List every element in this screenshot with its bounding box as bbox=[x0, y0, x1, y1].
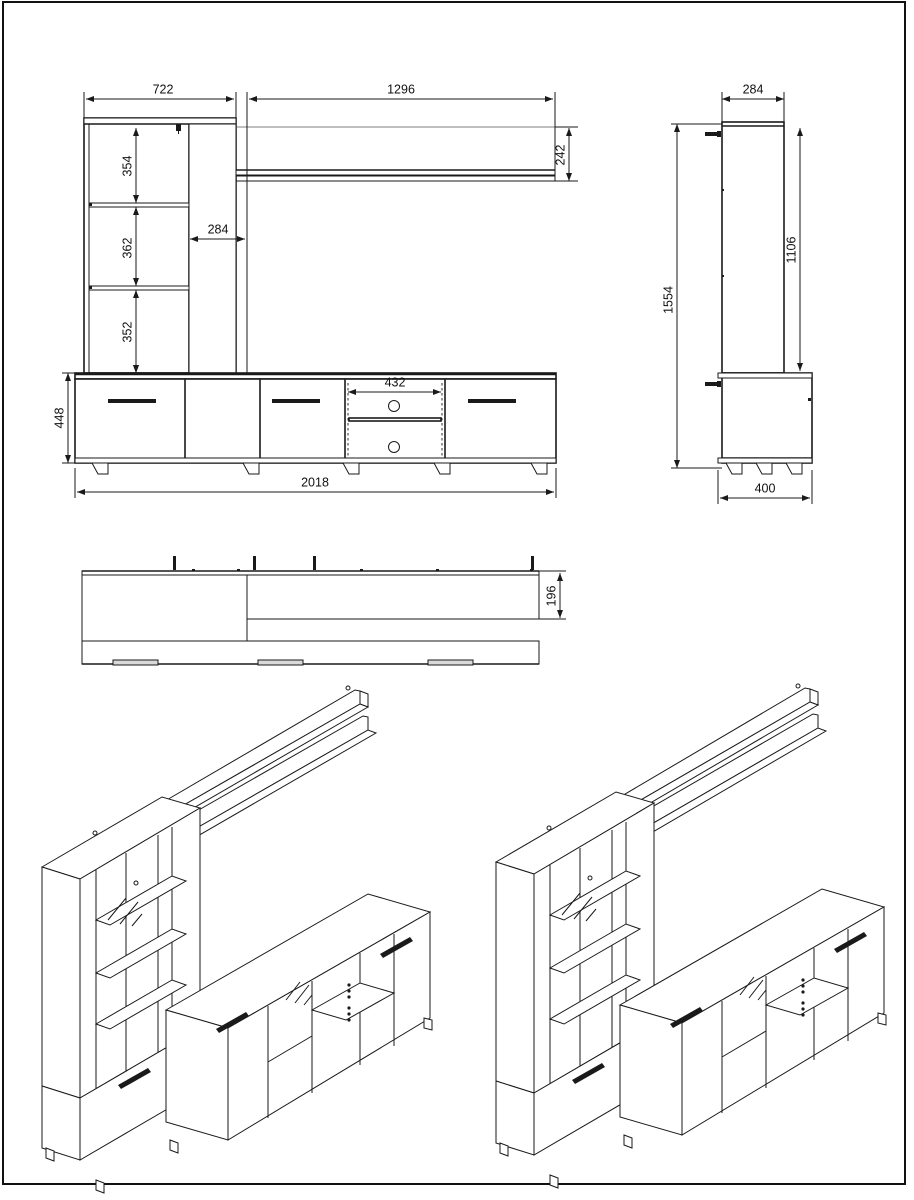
side-elevation-view: 284 bbox=[661, 82, 813, 504]
dimension-432: 432 bbox=[348, 375, 441, 395]
dim-label-2018: 2018 bbox=[301, 475, 329, 489]
handle-bar bbox=[216, 1012, 249, 1033]
knob-icon bbox=[388, 400, 400, 412]
iso-left-sideboard bbox=[45, 893, 433, 1194]
dimension-448: 448 bbox=[52, 372, 78, 464]
dimension-2018: 2018 bbox=[74, 468, 557, 498]
plan-tv-panel bbox=[246, 574, 540, 620]
dim-label-400: 400 bbox=[755, 481, 776, 495]
dimension-1296: 1296 bbox=[249, 82, 553, 102]
handle-bar bbox=[670, 1007, 703, 1028]
side-legs bbox=[725, 462, 803, 475]
dim-label-1106: 1106 bbox=[784, 237, 798, 264]
plan-pins bbox=[173, 556, 534, 571]
dim-label-284-side: 284 bbox=[743, 82, 764, 96]
dim-label-722: 722 bbox=[153, 82, 174, 96]
iso-right-wall-shelf bbox=[614, 683, 828, 841]
dim-label-448: 448 bbox=[52, 408, 66, 429]
dimension-354: 354 bbox=[120, 128, 139, 203]
dim-label-196: 196 bbox=[544, 586, 558, 607]
dimension-284-front: 284 bbox=[190, 222, 245, 242]
dimension-1106: 1106 bbox=[784, 128, 803, 371]
handle-bar bbox=[108, 399, 156, 403]
glass-reflection-icon bbox=[285, 981, 313, 1006]
dimension-400: 400 bbox=[717, 470, 813, 504]
dim-label-242: 242 bbox=[553, 145, 567, 166]
dim-label-352: 352 bbox=[120, 322, 134, 343]
glass-reflection-icon bbox=[561, 892, 597, 922]
cabinet-legs bbox=[91, 462, 548, 475]
hinge-icon bbox=[705, 381, 721, 387]
side-base-cabinet bbox=[705, 372, 813, 475]
dimension-352: 352 bbox=[120, 290, 139, 373]
dim-label-432: 432 bbox=[385, 375, 406, 389]
isometric-view-left bbox=[40, 685, 433, 1194]
dim-label-1554: 1554 bbox=[661, 286, 675, 314]
glass-reflection-icon bbox=[107, 897, 143, 927]
dim-label-354: 354 bbox=[120, 156, 134, 177]
dim-label-284-front: 284 bbox=[208, 222, 229, 236]
front-elevation-view: 722 1296 bbox=[52, 82, 578, 498]
light-fixture-icon bbox=[176, 124, 181, 134]
iso-left-open-compartment bbox=[267, 981, 396, 1063]
iso-right-sideboard bbox=[499, 888, 887, 1189]
plan-wall-panel bbox=[81, 570, 540, 576]
dimension-242: 242 bbox=[548, 126, 578, 182]
hinge-icon bbox=[705, 131, 721, 137]
iso-right-open-compartment bbox=[721, 976, 850, 1058]
dim-label-1296: 1296 bbox=[387, 82, 415, 96]
dimension-1554: 1554 bbox=[661, 123, 722, 469]
dimension-196: 196 bbox=[539, 570, 566, 620]
dimension-722: 722 bbox=[86, 82, 234, 102]
top-plan-view: 196 bbox=[81, 556, 566, 666]
wall-shelf-panel bbox=[235, 118, 556, 373]
handle-bar bbox=[468, 399, 516, 403]
iso-left-wall-shelf bbox=[164, 685, 378, 842]
dim-label-362: 362 bbox=[120, 238, 134, 259]
dimension-284-side: 284 bbox=[721, 82, 785, 122]
handle-bar bbox=[272, 399, 320, 403]
handle-bar bbox=[118, 1068, 151, 1089]
dimension-362: 362 bbox=[120, 207, 139, 286]
plan-feet bbox=[112, 659, 474, 666]
handle-bar bbox=[572, 1063, 605, 1084]
side-upper-cabinet bbox=[705, 121, 785, 374]
tall-display-cabinet bbox=[83, 117, 237, 374]
plan-tall-cabinet bbox=[81, 574, 248, 642]
tv-base-cabinet: 432 bbox=[74, 372, 557, 475]
open-compartment bbox=[347, 383, 443, 458]
glass-reflection-icon bbox=[739, 976, 767, 1001]
knob-icon bbox=[388, 441, 400, 453]
handle-bar bbox=[380, 937, 413, 958]
isometric-view-right bbox=[494, 683, 887, 1189]
handle-bar bbox=[834, 932, 867, 953]
